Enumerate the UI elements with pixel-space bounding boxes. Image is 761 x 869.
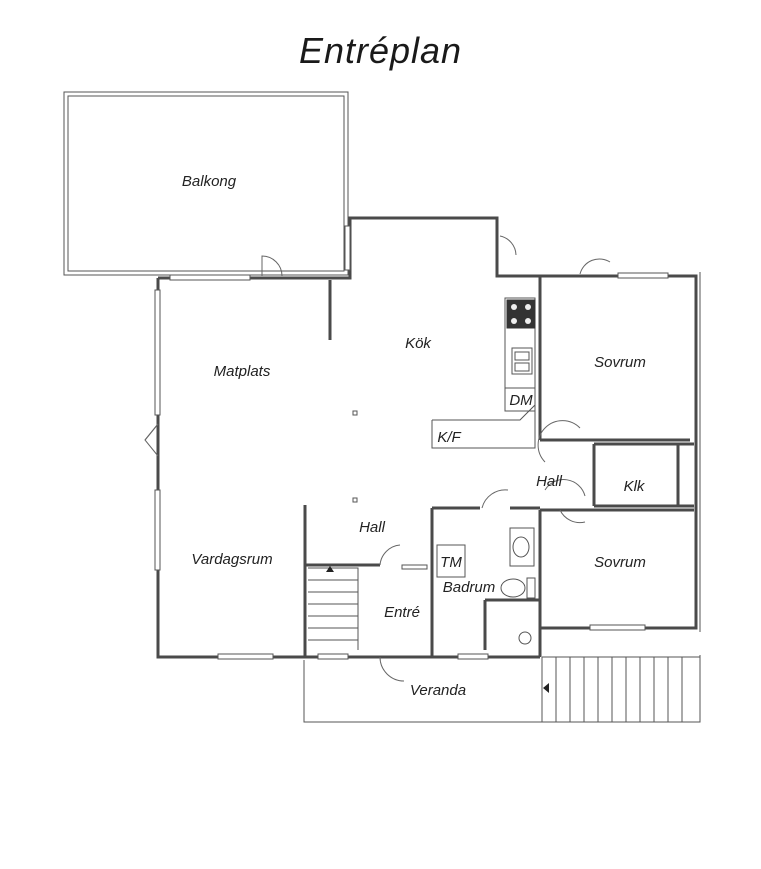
room-label-klk: Klk bbox=[624, 478, 646, 495]
exterior-stairs bbox=[542, 656, 700, 722]
interior-stairs bbox=[308, 566, 359, 650]
bathroom-fixtures bbox=[436, 527, 536, 645]
room-label-veranda: Veranda bbox=[410, 682, 466, 699]
room-label-tm: TM bbox=[440, 554, 462, 571]
exterior-walls bbox=[156, 216, 701, 659]
room-label-kok: Kök bbox=[405, 335, 432, 352]
room-label-badrum: Badrum bbox=[443, 579, 496, 596]
plan-title: Entréplan bbox=[298, 30, 463, 71]
room-label-vardagsrum: Vardagsrum bbox=[191, 551, 272, 568]
interior-walls bbox=[303, 276, 694, 657]
door-swings bbox=[144, 235, 611, 682]
veranda-outline bbox=[303, 655, 701, 723]
room-label-kf: K/F bbox=[437, 429, 461, 446]
column-markers bbox=[352, 410, 358, 503]
room-label-entre: Entré bbox=[384, 604, 420, 621]
room-label-sovrum-2: Sovrum bbox=[594, 554, 646, 571]
windows bbox=[154, 225, 669, 660]
room-label-dm: DM bbox=[509, 392, 533, 409]
room-label-balkong: Balkong bbox=[182, 173, 237, 190]
kitchen-counter bbox=[431, 297, 536, 449]
room-label-sovrum-1: Sovrum bbox=[594, 354, 646, 371]
room-label-hall-2: Hall bbox=[359, 519, 386, 536]
room-label-matplats: Matplats bbox=[214, 363, 271, 380]
room-label-hall-1: Hall bbox=[536, 473, 563, 490]
